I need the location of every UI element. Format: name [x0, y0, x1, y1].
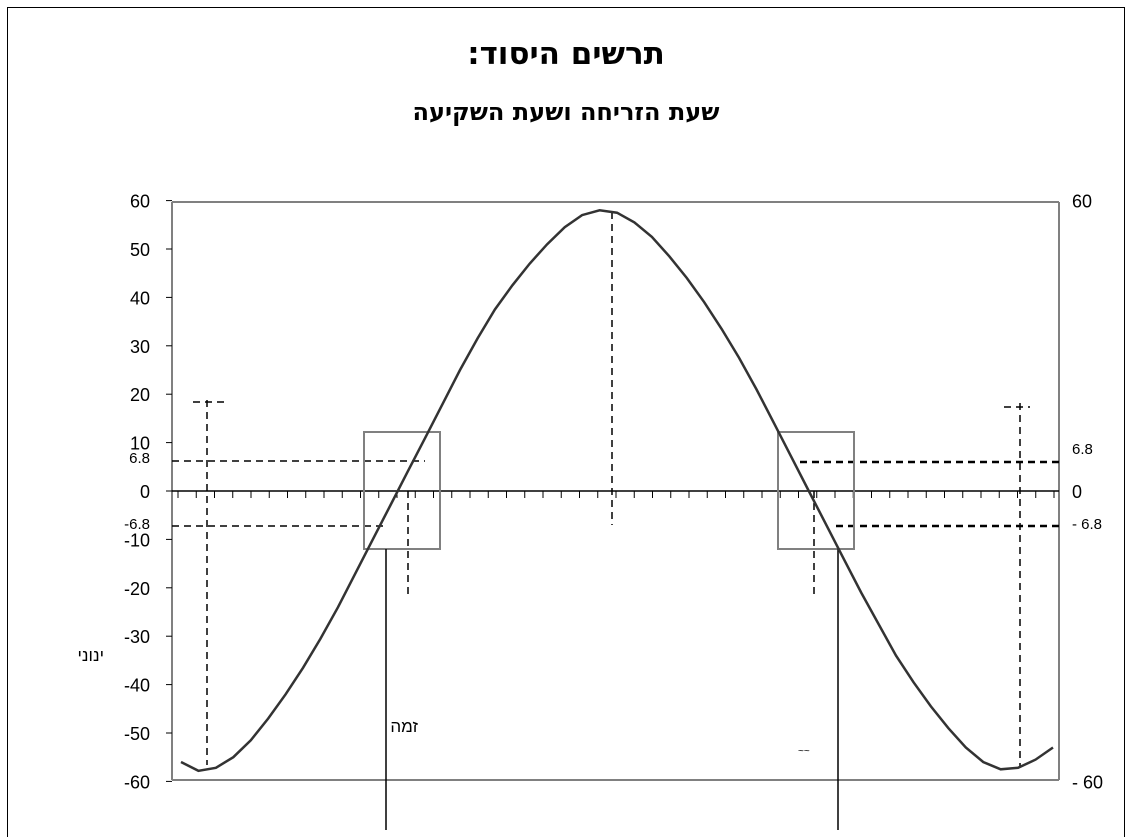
chart-title: תרשים היסוד: [467, 36, 665, 72]
left-tick-label: 20 [130, 385, 150, 405]
left-tick-label: -30 [124, 627, 150, 647]
x-minor-ticks [177, 491, 1055, 498]
right-tick-label: 0 [1072, 482, 1082, 502]
left-tick-label: -20 [124, 579, 150, 599]
left-tick-label: 10 [130, 434, 150, 454]
sunrise-box [363, 431, 441, 550]
chart-frame [7, 7, 1125, 837]
chart-subtitle: שעת הזריחה ושעת השקיעה [412, 98, 720, 126]
right-box-caption: ~~ [798, 746, 810, 757]
right-tick-label: - 60 [1072, 772, 1103, 792]
left-tick-label: 0 [140, 482, 150, 502]
left-tick-label: -40 [124, 676, 150, 696]
right-axis-ticks: 60 6.8 0 - 6.8 - 60 [1072, 192, 1103, 793]
left-axis-ticks: 60 50 40 30 20 106.8 0 -6.8-10 -20 -30 -40 -50 -60 [124, 192, 172, 792]
right-tick-label: - 6.8 [1072, 516, 1102, 533]
left-tick-label: 30 [130, 337, 150, 357]
left-tick-label: 40 [130, 288, 150, 308]
left-tick-label: 6.8 [129, 450, 150, 467]
zoom-boxes [363, 431, 855, 550]
left-tick-label: 50 [130, 240, 150, 260]
right-tick-label: 6.8 [1072, 441, 1093, 458]
sunset-box [777, 431, 855, 550]
series-line [180, 209, 1054, 773]
reference-lines [172, 212, 1062, 767]
left-tick-label: -60 [124, 772, 150, 792]
left-tick-label: -10 [124, 530, 150, 550]
pointer-lines [385, 549, 839, 830]
left-tick-label: 60 [130, 192, 150, 212]
left-side-label: ינוני [78, 646, 104, 665]
right-tick-label: 60 [1072, 192, 1092, 212]
left-tick-label: -6.8 [124, 516, 150, 533]
left-tick-label: -50 [124, 724, 150, 744]
left-box-caption: זמה [390, 717, 418, 736]
